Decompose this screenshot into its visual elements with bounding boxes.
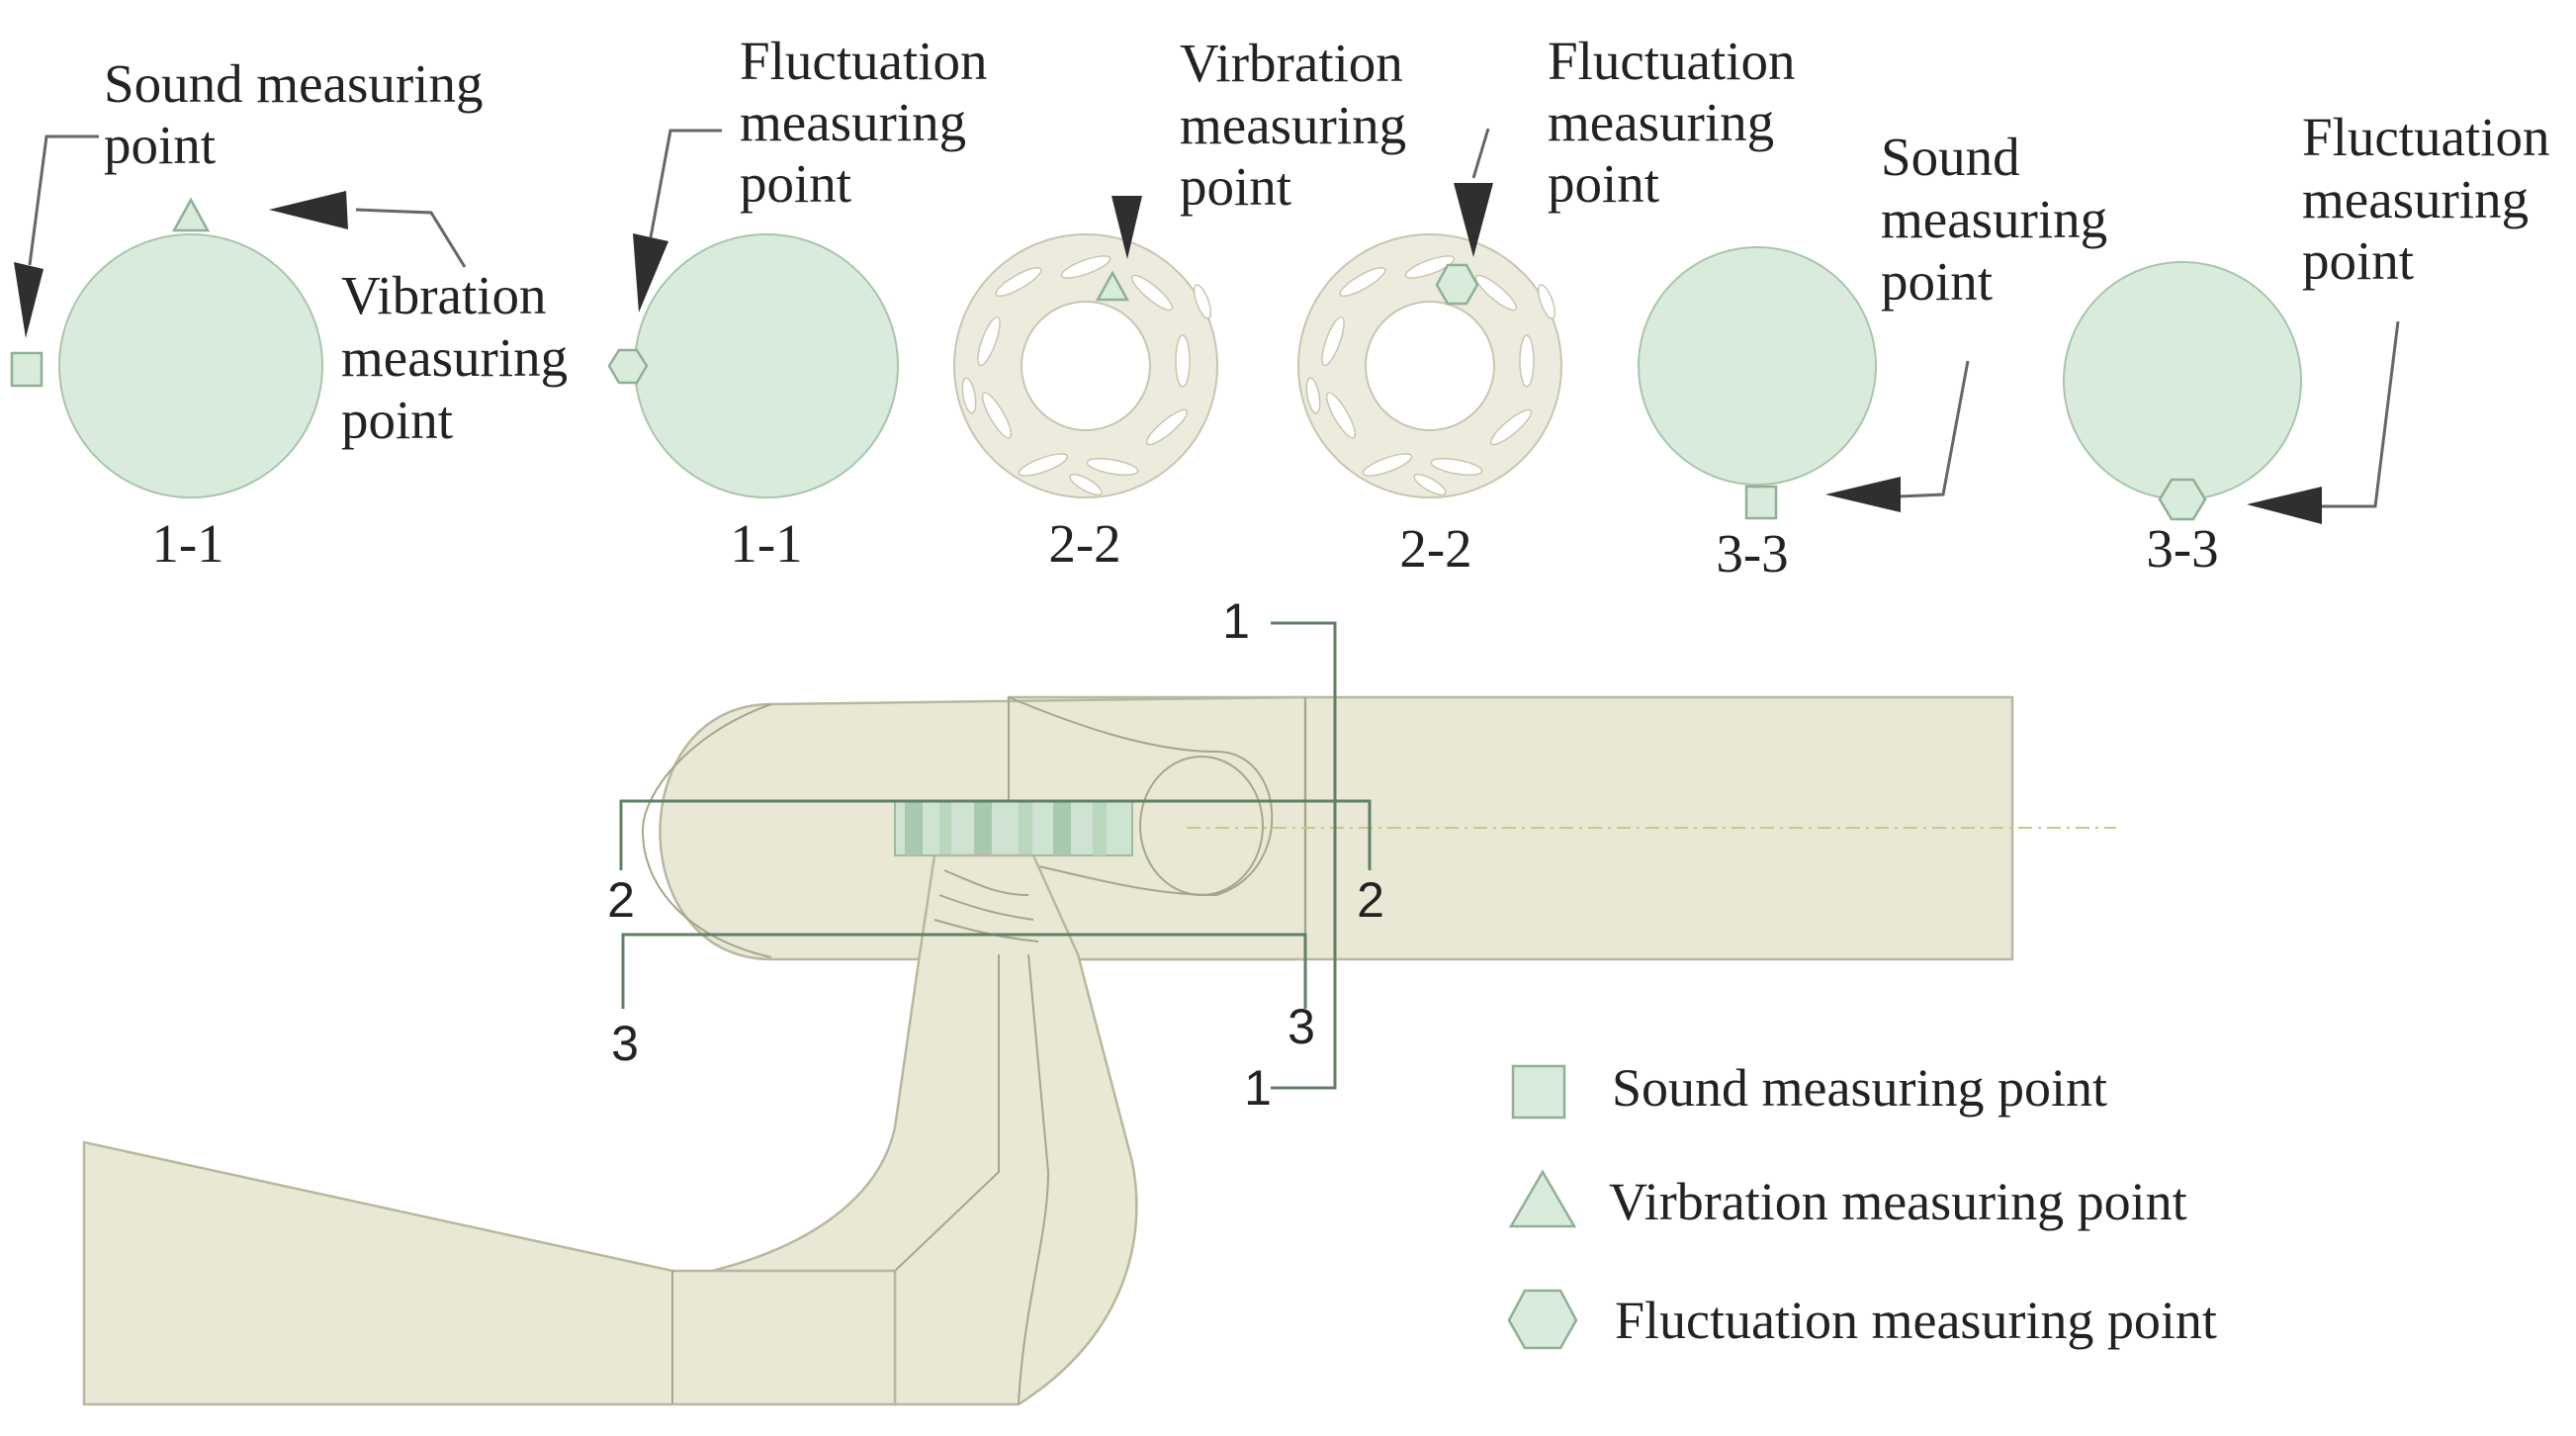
section-2-2-fluctuation: Fluctuation measuring point 2-2 — [1296, 31, 1796, 579]
vibration-point-marker — [1095, 270, 1130, 302]
elbow-inner-contour — [1018, 953, 1050, 1405]
hexagon-icon — [1507, 1289, 1578, 1350]
section-2-2-vibration: Virbration measuring point 2-2 — [952, 33, 1406, 574]
fluctuation-point-marker — [607, 348, 649, 385]
section-disk — [1638, 246, 1877, 486]
legend-item-vibration: Virbration measuring point — [1508, 1169, 2187, 1231]
inlet-conduit — [82, 1140, 897, 1406]
fluctuation-leader-line — [2322, 320, 2400, 508]
section-label: 3-3 — [2146, 518, 2218, 579]
fluctuation-callout-line-3: point — [740, 153, 851, 214]
fluctuation-callout-line-3: point — [1548, 153, 1659, 214]
vibration-callout-line-2: measuring — [1180, 95, 1406, 155]
fluctuation-callout-line-1: Fluctuation — [2302, 107, 2550, 167]
section-marker-1-top: 1 — [1222, 593, 1250, 649]
square-icon — [1511, 1064, 1566, 1120]
blade-slots — [1305, 255, 1556, 496]
fluctuation-callout-line-3: point — [2302, 230, 2414, 291]
legend-label: Sound measuring point — [1612, 1058, 2107, 1118]
section-label: 1-1 — [151, 513, 223, 574]
legend-item-sound: Sound measuring point — [1511, 1058, 2107, 1120]
section-label: 2-2 — [1399, 518, 1471, 579]
sound-point-marker — [1744, 485, 1778, 520]
section-marker-2-right: 2 — [1357, 872, 1384, 928]
bulb-inner-contour — [641, 703, 772, 958]
section-marker-3-right: 3 — [1288, 999, 1315, 1054]
legend-label: Fluctuation measuring point — [1615, 1291, 2217, 1350]
section-disk — [58, 233, 323, 498]
runner-band — [894, 800, 1133, 856]
section-disk — [2063, 261, 2302, 500]
fluctuation-callout-line-2: measuring — [1548, 92, 1774, 152]
vibration-callout-line-3: point — [1180, 156, 1291, 217]
cutting-plane-3 — [621, 933, 1307, 1009]
vibration-leader-arrow — [269, 191, 348, 229]
section-label: 3-3 — [1716, 523, 1788, 583]
fluctuation-callout-line-1: Fluctuation — [740, 31, 988, 91]
flow-passage-assembly: 1 1 2 2 3 3 — [82, 593, 2116, 1406]
sound-callout-line-3: point — [1881, 251, 1993, 312]
sound-leader-arrow — [1825, 477, 1901, 512]
elbow-guide-lines — [933, 869, 1039, 942]
sound-callout-line-1: Sound — [1881, 127, 2020, 187]
section-3-3-sound: Sound measuring point 3-3 — [1638, 127, 2107, 583]
sound-callout-line-2: point — [104, 115, 216, 175]
vibration-leader-line — [355, 208, 467, 268]
fluctuation-leader-arrow — [633, 233, 668, 313]
legend-label: Virbration measuring point — [1609, 1172, 2187, 1231]
sound-leader-arrow — [14, 262, 44, 338]
section-label: 1-1 — [730, 513, 802, 574]
vibration-callout-line-1: Virbration — [1180, 33, 1403, 93]
sound-callout-line-1: Sound measuring — [104, 53, 483, 114]
legend: Sound measuring point Virbration measuri… — [1507, 1058, 2217, 1350]
blade-slots — [961, 255, 1212, 496]
vibration-callout-line-3: point — [341, 390, 453, 450]
fluctuation-callout-line-1: Fluctuation — [1548, 31, 1796, 91]
fluctuation-point-marker — [2158, 478, 2207, 521]
fluctuation-point-marker — [1435, 263, 1479, 306]
vibration-callout-line-1: Vibration — [341, 265, 547, 325]
sound-leader-line — [1898, 360, 1970, 498]
sound-leader-line — [28, 135, 99, 266]
sound-callout-line-2: measuring — [1881, 189, 2107, 249]
section-label: 2-2 — [1048, 513, 1120, 574]
fluctuation-leader-line — [649, 129, 722, 238]
fluctuation-leader-arrow — [1454, 183, 1493, 257]
vibration-callout-line-2: measuring — [341, 327, 568, 388]
fluctuation-leader-arrow — [2247, 487, 2322, 524]
vibration-leader-arrow — [1111, 196, 1142, 259]
section-marker-2-left: 2 — [607, 872, 635, 928]
cutting-plane-1 — [1271, 621, 1337, 1090]
draft-tube-elbow — [711, 853, 1138, 1406]
hub-contour — [1008, 696, 1274, 897]
section-marker-3-left: 3 — [611, 1016, 639, 1071]
section-marker-1-bottom: 1 — [1244, 1060, 1272, 1116]
fluctuation-callout-line-2: measuring — [2302, 169, 2529, 229]
legend-item-fluctuation: Fluctuation measuring point — [1507, 1289, 2217, 1350]
fluctuation-callout-line-2: measuring — [740, 92, 966, 152]
triangle-icon — [1508, 1169, 1577, 1228]
section-disk — [634, 233, 899, 498]
section-3-3-fluctuation: Fluctuation measuring point 3-3 — [2063, 107, 2550, 579]
elbow-inner-contour — [894, 954, 1000, 1272]
section-1-1-fluctuation: Fluctuation measuring point 1-1 — [607, 31, 988, 574]
vibration-point-marker — [171, 197, 211, 232]
fluctuation-leader-line — [1471, 128, 1490, 179]
sound-point-marker — [10, 351, 44, 388]
cutting-plane-2 — [619, 799, 1372, 870]
runner-outline — [1139, 756, 1264, 896]
section-1-1-sound-vibration: Sound measuring point Vibration measurin… — [10, 53, 568, 574]
